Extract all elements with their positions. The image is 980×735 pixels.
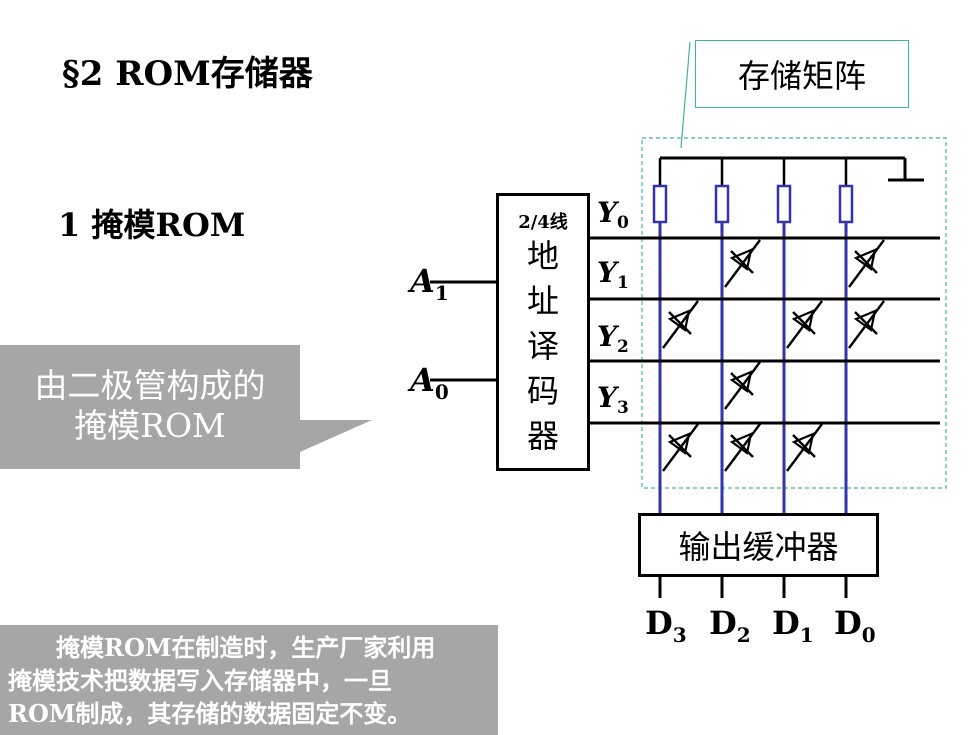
diode-y0-d0 bbox=[847, 238, 886, 289]
decoder-header: 2/4线 bbox=[518, 212, 568, 233]
output-label-y1: Y1 bbox=[597, 256, 629, 293]
output-label-y0: Y0 bbox=[597, 196, 629, 233]
decoder-char-2: 址 bbox=[526, 282, 559, 320]
decoder-char-4: 码 bbox=[526, 372, 559, 410]
diode-y3-d2 bbox=[723, 422, 762, 473]
callout-pointer bbox=[300, 420, 372, 452]
input-lines bbox=[430, 280, 496, 382]
address-decoder: 2/4线 地 址 译 码 器 bbox=[496, 193, 590, 471]
storage-matrix-boundary bbox=[641, 137, 947, 489]
data-output-d1: D1 bbox=[772, 604, 814, 647]
diode-y2-d2 bbox=[723, 360, 762, 411]
resistor-d2 bbox=[714, 184, 730, 224]
bit-lines bbox=[658, 222, 848, 513]
decoder-char-3: 译 bbox=[526, 327, 559, 365]
diode-y3-d1 bbox=[785, 422, 824, 473]
decoder-char-5: 器 bbox=[526, 417, 559, 455]
callout-line-1: 由二极管构成的 bbox=[34, 366, 266, 405]
input-label-a0: A0 bbox=[410, 361, 449, 404]
output-leads bbox=[658, 577, 848, 598]
output-label-y3: Y3 bbox=[597, 381, 629, 418]
diode-y1-d1 bbox=[785, 299, 824, 350]
input-label-a1: A1 bbox=[410, 262, 449, 305]
callout-box: 由二极管构成的 掩模ROM bbox=[0, 345, 300, 469]
note-line-3: ROM制成，其存储的数据固定不变。 bbox=[8, 699, 412, 728]
diode-y3-d3 bbox=[661, 422, 700, 473]
decoder-char-1: 地 bbox=[526, 237, 559, 275]
matrix-label-leader bbox=[680, 41, 691, 149]
callout-line-2: 掩模ROM bbox=[74, 406, 226, 445]
data-output-d2: D2 bbox=[709, 604, 751, 647]
word-lines bbox=[590, 236, 940, 425]
resistor-d3 bbox=[652, 184, 668, 224]
diode-y0-d2 bbox=[723, 238, 762, 289]
output-buffer: 输出缓冲器 bbox=[638, 513, 879, 577]
pullup-leads bbox=[658, 158, 848, 186]
storage-matrix-label: 存储矩阵 bbox=[695, 40, 909, 108]
pullup-resistors bbox=[652, 184, 854, 224]
data-output-d3: D3 bbox=[645, 604, 687, 647]
note-line-2: 掩模技术把数据写入存储器中，一旦 bbox=[8, 666, 392, 695]
section-heading: 1 掩模ROM bbox=[58, 206, 246, 244]
output-label-y2: Y2 bbox=[597, 320, 629, 357]
explanation-note: 掩模ROM在制造时，生产厂家利用 掩模技术把数据写入存储器中，一旦 ROM制成，… bbox=[0, 625, 498, 735]
resistor-d0 bbox=[838, 184, 854, 224]
diode-y1-d3 bbox=[661, 299, 700, 350]
resistor-d1 bbox=[776, 184, 792, 224]
diode-y1-d0 bbox=[847, 299, 886, 350]
data-output-d0: D0 bbox=[834, 604, 876, 647]
page-title: §2 ROM存储器 bbox=[62, 54, 313, 94]
note-line-1: 掩模ROM在制造时，生产厂家利用 bbox=[8, 633, 436, 662]
